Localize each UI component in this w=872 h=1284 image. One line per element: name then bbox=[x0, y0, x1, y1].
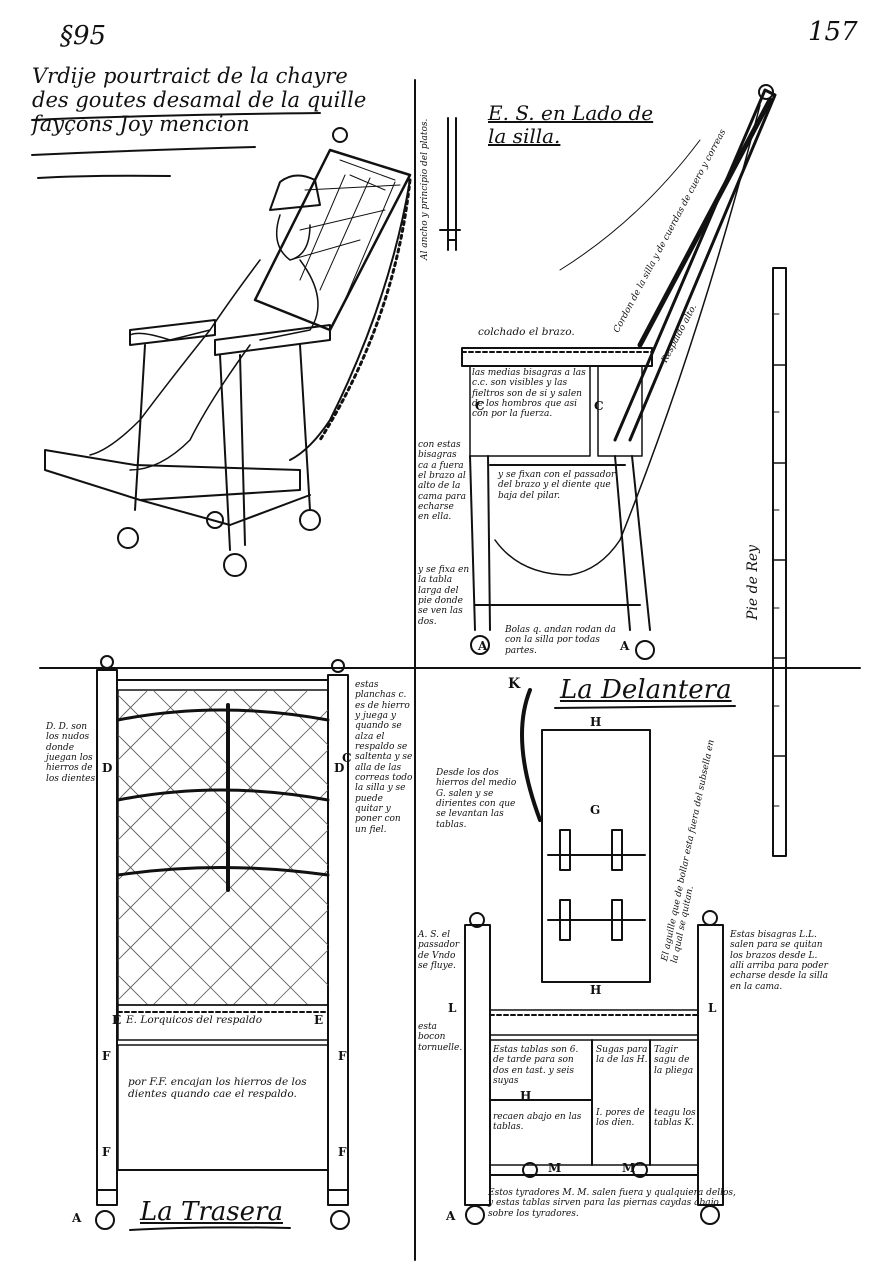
note-medias-bisagras: las medias bisagras a las c.c. son visib… bbox=[472, 368, 586, 420]
ref-letter-c: C bbox=[594, 399, 604, 413]
note-teagu: teagu los tablas K. bbox=[654, 1108, 696, 1129]
ref-letter-m: M bbox=[622, 1161, 636, 1175]
ref-letter-a: A bbox=[72, 1211, 82, 1225]
ref-letter-c: C bbox=[342, 751, 352, 765]
note-i-pores: I. pores de los dien. bbox=[596, 1108, 645, 1129]
ref-letter-e: E bbox=[314, 1013, 324, 1027]
ref-letter-g: G bbox=[590, 803, 601, 817]
ref-letter-f: F bbox=[102, 1049, 111, 1063]
note-pasador: A. S. el passador de Vndo se fluye. bbox=[418, 930, 460, 972]
ref-letter-f: F bbox=[338, 1049, 347, 1063]
note-recaen: recaen abajo en las tablas. bbox=[493, 1112, 582, 1133]
ref-letter-c: C bbox=[475, 399, 485, 413]
note-y-se-fixan: y se fixan con el passador del brazo y e… bbox=[498, 470, 616, 501]
front-view-illustration bbox=[464, 688, 736, 1225]
ref-letter-a: A bbox=[620, 639, 630, 653]
ref-letter-a: A bbox=[478, 639, 488, 653]
ref-letter-a: A bbox=[446, 1209, 456, 1223]
note-estas-planchas: estas planchas c. es de hierro y juega y… bbox=[355, 680, 413, 835]
note-con-estas: con estas bisagras ca a fuera el brazo a… bbox=[418, 440, 466, 523]
note-colchado: colchado el brazo. bbox=[478, 326, 575, 338]
side-view-illustration bbox=[439, 84, 787, 857]
ref-letter-l: L bbox=[708, 1001, 717, 1015]
ref-letter-d: D bbox=[102, 761, 113, 775]
note-sugas: Sugas para la de las H. bbox=[596, 1045, 648, 1066]
ref-letter-e: E bbox=[112, 1013, 122, 1027]
note-y-se-fixa: y se fixa en la tabla larga del pie dond… bbox=[418, 565, 470, 627]
ref-letter-h: H bbox=[590, 715, 602, 729]
heading-side-view: E. S. en Lado de la silla. bbox=[488, 101, 654, 148]
ref-letter-m: M bbox=[548, 1161, 562, 1175]
note-side-vertical: Al ancho y principio del platos. bbox=[420, 118, 430, 260]
ref-letter-l: L bbox=[448, 1001, 457, 1015]
note-desde-los: Desde los dos hierros del medio G. salen… bbox=[436, 768, 517, 830]
note-e-lorquicos: E. Lorquicos del respaldo bbox=[126, 1014, 263, 1026]
heading-back-view: La Trasera bbox=[140, 1197, 283, 1227]
page-title: Vrdije pourtraict de la chayre des goute… bbox=[32, 64, 367, 137]
back-view-illustration bbox=[95, 655, 350, 1231]
note-tyradores: Estos tyradores M. M. salen fuera y qual… bbox=[488, 1188, 736, 1219]
ref-letter-d: D bbox=[334, 761, 345, 775]
note-tagir: Tagir sagu de la pliega bbox=[654, 1045, 694, 1076]
note-esta-bocon: esta bocon tornuelle. bbox=[418, 1022, 463, 1053]
folio-right: 157 bbox=[808, 17, 858, 47]
ref-letter-h: H bbox=[520, 1089, 532, 1103]
folio-left: §95 bbox=[60, 21, 107, 51]
ref-letter-f: F bbox=[338, 1145, 347, 1159]
heading-front-view: La Delantera bbox=[560, 675, 732, 705]
note-bolas: Bolas q. andan rodan da con la silla por… bbox=[505, 625, 616, 656]
ref-letter-f: F bbox=[102, 1145, 111, 1159]
note-por-ff: por F.F. encajan los hierros de los dien… bbox=[128, 1076, 307, 1101]
reclining-chair-illustration bbox=[44, 127, 412, 577]
note-pie-de-rey: Pie de Rey bbox=[745, 544, 761, 620]
ref-letter-k: K bbox=[508, 676, 521, 692]
note-estas-bisagras: Estas bisagras L.L. salen para se quitan… bbox=[730, 930, 829, 992]
note-dd-son: D. D. son los nudos donde juegan los hie… bbox=[46, 722, 98, 784]
ref-letter-h: H bbox=[590, 983, 602, 997]
note-estas-tablas: Estas tablas son 6. de tarde para son do… bbox=[493, 1045, 579, 1087]
